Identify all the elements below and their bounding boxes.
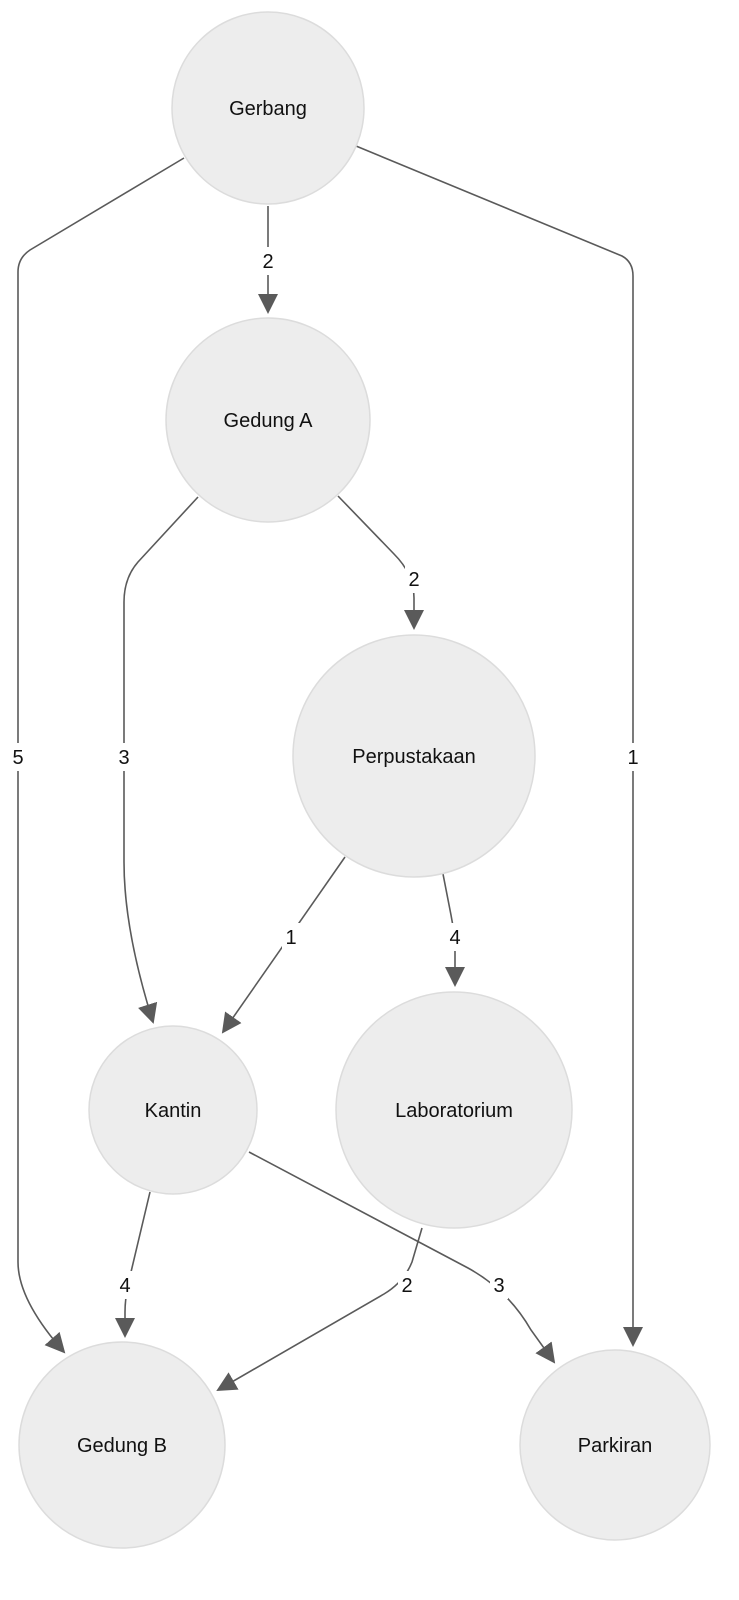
edge-weight: 3	[493, 1275, 504, 1297]
edge-weight: 1	[285, 927, 296, 949]
edge-label-perpustakaan-to-laboratorium: 4	[446, 923, 464, 951]
node-label: Gedung A	[224, 410, 314, 432]
edge-weight: 2	[408, 569, 419, 591]
edge-kantin-to-gedung_b	[115, 1191, 151, 1338]
node-circle	[165, 317, 371, 523]
edge-weight: 3	[118, 747, 129, 769]
edge-label-background	[624, 743, 642, 771]
edge-label-background	[259, 247, 277, 275]
node-label: Gedung B	[77, 1435, 167, 1457]
node-gerbang: Gerbang	[171, 11, 365, 205]
node-parkiran: Parkiran	[519, 1349, 711, 1541]
edge-label-kantin-to-parkiran: 3	[490, 1271, 508, 1299]
edge-label-gedung_a-to-perpustakaan: 2	[405, 565, 423, 593]
node-circle	[292, 634, 536, 878]
edge-label-background	[115, 743, 133, 771]
edge-weight: 1	[627, 747, 638, 769]
edge-gedung_a-to-kantin	[123, 496, 199, 1024]
edge-label-perpustakaan-to-kantin: 1	[282, 923, 300, 951]
edge-label-gedung_a-to-kantin: 3	[115, 743, 133, 771]
node-laboratorium: Laboratorium	[335, 991, 573, 1229]
node-circle	[18, 1341, 226, 1549]
edge-weight: 5	[12, 747, 23, 769]
edge-label-background	[398, 1271, 416, 1299]
edge-label-gerbang-to-gedung_b: 5	[9, 743, 27, 771]
edge-weight: 2	[401, 1275, 412, 1297]
edge-label-background	[282, 923, 300, 951]
edge-weight: 4	[449, 927, 460, 949]
edge-label-kantin-to-gedung_b: 4	[116, 1271, 134, 1299]
node-label: Gerbang	[229, 98, 307, 120]
node-perpustakaan: Perpustakaan	[292, 634, 536, 878]
edge-label-background	[446, 923, 464, 951]
edge-laboratorium-to-gedung_b	[216, 1227, 423, 1392]
node-label: Kantin	[145, 1100, 202, 1122]
node-circle	[335, 991, 573, 1229]
node-gedung-a: Gedung A	[165, 317, 371, 523]
edge-label-laboratorium-to-gedung_b: 2	[398, 1271, 416, 1299]
edge-label-background	[405, 565, 423, 593]
node-circle	[519, 1349, 711, 1541]
edge-label-background	[9, 743, 27, 771]
node-label: Laboratorium	[395, 1100, 513, 1122]
edge-gerbang-to-parkiran	[355, 145, 643, 1347]
node-label: Perpustakaan	[352, 746, 475, 768]
edge-label-background	[116, 1271, 134, 1299]
edge-weight: 4	[119, 1275, 130, 1297]
edge-weight: 2	[262, 251, 273, 273]
edge-gedung_a-to-perpustakaan	[337, 495, 424, 630]
edge-label-gerbang-to-parkiran: 1	[624, 743, 642, 771]
node-gedung-b: Gedung B	[18, 1341, 226, 1549]
edge-gerbang-to-gedung_b	[17, 157, 185, 1354]
node-circle	[171, 11, 365, 205]
edge-label-gerbang-to-gedung_a: 2	[259, 247, 277, 275]
node-label: Parkiran	[578, 1435, 652, 1457]
edge-label-background	[490, 1271, 508, 1299]
node-kantin: Kantin	[88, 1025, 258, 1195]
node-circle	[88, 1025, 258, 1195]
